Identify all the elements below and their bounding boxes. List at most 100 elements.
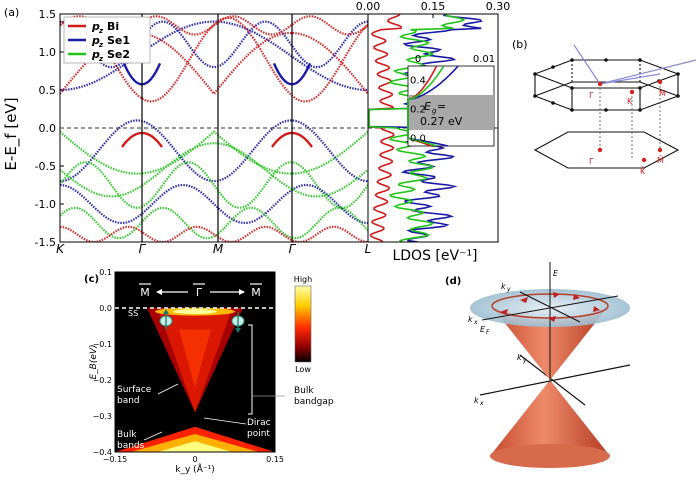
c-y-tick-label: −0.3 <box>93 412 112 421</box>
colorbar-high: High <box>294 275 312 284</box>
spin-arrows <box>500 292 600 322</box>
axis-label-ef: E <box>480 325 486 334</box>
bz-label-k: K <box>627 97 633 106</box>
axis-label-ky: k <box>501 282 506 291</box>
panel-c: (c) E_B(eV) 0.10.0−0.1−0.2−0.3−0.4 −0.15… <box>84 268 334 475</box>
arpes-annotations: Surface band Dirac point Bulk bands <box>117 385 271 451</box>
ldos-xlabel: LDOS [eV⁻¹] <box>392 248 477 264</box>
band-11 <box>60 142 368 198</box>
axis-label-kx-lower-sub: x <box>479 400 484 407</box>
inset-curves <box>407 65 459 147</box>
gap-label-e: E <box>424 100 431 113</box>
y-tick-label: 1.0 <box>39 46 57 59</box>
panel-b-label: (b) <box>512 38 528 51</box>
ldos-tick-label: 0.00 <box>356 0 381 13</box>
lower-cone-base <box>490 444 610 468</box>
x-tick-label: Γ <box>289 242 297 256</box>
legend-label-se2: Se2 <box>107 48 130 61</box>
k-label-m-right: M <box>251 286 261 299</box>
bz-high-symmetry-points <box>597 79 663 163</box>
arpes-intensity-map <box>115 272 275 452</box>
annotation-leaders <box>143 383 247 441</box>
inset-gap-region <box>408 95 494 130</box>
panel-c-xlabel: k_y (Å⁻¹) <box>175 463 214 475</box>
panel-c-label: (c) <box>84 274 99 285</box>
inset-ytick-label: 0.0 <box>410 134 426 145</box>
c-y-tick-label: −0.2 <box>93 376 112 385</box>
c-y-tick-label: −0.4 <box>93 448 112 457</box>
bz-label-k-bar: K̄ <box>640 166 646 176</box>
bz-label-gamma-bar: Γ̄ <box>589 157 594 166</box>
band-7 <box>60 161 368 209</box>
bz-labels: Γ K M Γ̄ K̄ M̄ <box>589 89 666 176</box>
axis-label-ky-sub: y <box>506 286 511 293</box>
y-tick-label: 0.0 <box>39 122 57 135</box>
k-path-bars <box>139 283 262 293</box>
panel-c-frame <box>114 271 276 453</box>
k-path-labels: M Γ M <box>140 286 261 299</box>
bz-label-m: M <box>659 89 666 98</box>
colorbar-low: Low <box>295 365 311 374</box>
upper-axes <box>481 262 619 380</box>
k-label-gamma: Γ <box>196 286 203 299</box>
bulk-conduction <box>179 329 211 388</box>
legend-entry-se2: p z Se2 <box>68 48 130 63</box>
surface-band-label-1: Surface <box>117 385 152 395</box>
k-path-arrowheads <box>156 289 245 295</box>
k-label-m-left: M <box>140 286 150 299</box>
inset-xtick-label: 0.01 <box>473 54 495 65</box>
x-tick-label: Γ <box>139 242 147 256</box>
panel-a-label: (a) <box>4 6 19 19</box>
gap-label-sub: g <box>432 107 437 115</box>
lower-cone <box>490 380 610 467</box>
x-tick-label: M <box>213 242 224 256</box>
band-6 <box>60 119 368 183</box>
y-tick-label: -1.0 <box>35 198 56 211</box>
inset-curve-2 <box>407 65 445 147</box>
axis-label-kx-lower: k <box>474 396 479 405</box>
axis-label-e: E <box>553 269 559 278</box>
spin-sphere-right <box>231 312 245 333</box>
gap-label-eq: = <box>437 100 446 113</box>
panel-b: (b) Γ K <box>512 38 697 176</box>
legend-prefix: p <box>91 48 100 61</box>
band-9 <box>60 206 368 240</box>
panel-a: (a) E-E_f [eV] 1.51.00.50.0-0.5-1.0-1.5 … <box>2 6 500 256</box>
bulk-bandgap-label-2: bandgap <box>294 397 334 407</box>
y-tick-label: 1.5 <box>39 8 57 21</box>
x-tick-label: K <box>56 242 65 256</box>
c-x-tick-label: 0.15 <box>266 455 284 464</box>
bulk-bandgap-bracket <box>248 324 253 415</box>
bz-surface-hexagon <box>533 131 680 169</box>
bz-axes <box>573 44 697 85</box>
legend-label-se1: Se1 <box>107 34 130 47</box>
axis-label-ky-lower-sub: y <box>522 357 527 364</box>
panel-d: (d) E k y k x E F <box>445 262 631 468</box>
ss-band-core <box>173 309 217 315</box>
ss-label: SS <box>128 309 138 318</box>
legend-entry-bi: p z Bi <box>68 20 119 35</box>
y-tick-label: -1.5 <box>35 236 56 249</box>
colorbar <box>294 285 312 363</box>
panel-a-yticks: 1.51.00.50.0-0.5-1.0-1.5 <box>35 8 64 249</box>
lower-axes <box>479 354 631 406</box>
bulk-band-inner <box>157 441 233 452</box>
ldos-tick-label: 0.30 <box>486 0 511 13</box>
x-tick-label: L <box>365 242 372 256</box>
panel-d-label: (d) <box>445 276 461 287</box>
panel-d-axis-labels: E k y k x E F k y k x <box>468 269 559 407</box>
gap-label-value: 0.27 eV <box>420 115 463 128</box>
legend-entry-se1: p z Se1 <box>68 34 130 49</box>
panel-a-ylabel: E-E_f [eV] <box>2 97 21 170</box>
band-3 <box>60 20 368 69</box>
legend-sub: z <box>98 55 104 63</box>
c-x-tick-label: 0 <box>192 455 197 464</box>
inset-xtick-label: 0 <box>415 54 421 65</box>
inset-ytick-label: 0.4 <box>410 76 426 87</box>
band-4 <box>60 15 368 36</box>
legend-sub: z <box>98 41 104 49</box>
